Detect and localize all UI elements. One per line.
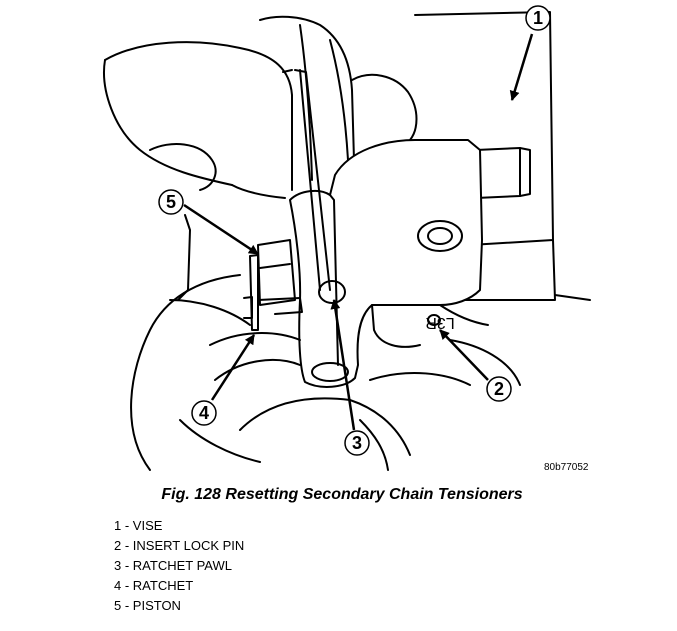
leader-arrow-5: [183, 203, 259, 256]
callout-5: 5: [158, 189, 184, 215]
legend-item-ratchet-pawl: 3 - RATCHET PAWL: [114, 558, 232, 573]
callout-3: 3: [344, 430, 370, 456]
callout-2-number: 2: [494, 379, 504, 399]
bench-drawing: [177, 214, 591, 301]
legend-item-piston: 5 - PISTON: [114, 598, 181, 613]
leader-arrow-1: [509, 33, 534, 101]
figure-caption: Fig. 128 Resetting Secondary Chain Tensi…: [161, 486, 523, 503]
callout-4-number: 4: [199, 403, 209, 423]
callout-3-number: 3: [352, 433, 362, 453]
vise-drawing: [414, 11, 556, 301]
leader-arrow-3: [330, 299, 356, 431]
callout-5-number: 5: [166, 192, 176, 212]
leader-arrow-4: [210, 334, 256, 401]
callout-2: 2: [486, 376, 512, 402]
figure-id-code: 80b77052: [544, 462, 589, 473]
callout-1-number: 1: [533, 8, 543, 28]
legend-item-vise: 1 - VISE: [114, 518, 163, 533]
upper-hand-drawing: [103, 15, 418, 199]
pin-tool-drawing: [282, 69, 331, 291]
leader-arrow-2: [439, 329, 489, 381]
piston-ratchet-drawing: [243, 239, 303, 331]
callout-4: 4: [191, 400, 217, 426]
legend-item-insert-lock-pin: 2 - INSERT LOCK PIN: [114, 538, 245, 553]
tensioner-illustration: L3R 1 2 3 4 5 80b77052: [103, 5, 591, 473]
callout-1: 1: [525, 5, 551, 31]
callout-legend: 1 - VISE 2 - INSERT LOCK PIN 3 - RATCHET…: [114, 516, 244, 616]
legend-item-ratchet: 4 - RATCHET: [114, 578, 194, 593]
housing-stamp: L3R: [425, 314, 454, 331]
